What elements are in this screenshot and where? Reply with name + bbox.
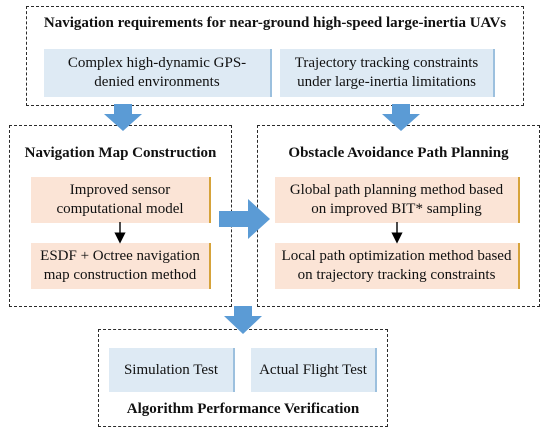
verification-title: Algorithm Performance Verification [126,401,360,417]
path-planning-group: Obstacle Avoidance Path Planning Global … [257,125,540,307]
step-global-planning: Global path planning method based on imp… [275,177,520,223]
actual-flight-test: Actual Flight Test [251,348,377,392]
flow-arrow-to-verification [224,306,262,334]
verification-group: Simulation Test Actual Flight Test Algor… [98,329,388,427]
map-construction-group: Navigation Map Construction Improved sen… [9,125,232,307]
simulation-test: Simulation Test [109,348,235,392]
flow-arrow-map-to-planning [219,199,270,239]
flow-arrow-to-map [104,104,142,131]
requirement-gps-denied: Complex high-dynamic GPS-denied environm… [44,49,272,97]
requirements-title: Navigation requirements for near-ground … [43,15,507,31]
step-esdf-octree: ESDF + Octree navigation map constructio… [31,243,211,289]
step-sensor-model: Improved sensor computational model [31,177,211,223]
map-construction-title: Navigation Map Construction [24,145,217,161]
requirement-trajectory-constraints: Trajectory tracking constraints under la… [280,49,495,97]
step-local-optimization: Local path optimization method based on … [275,243,520,289]
flow-arrow-to-planning [382,104,420,131]
requirements-group: Navigation requirements for near-ground … [26,6,524,106]
path-planning-title: Obstacle Avoidance Path Planning [288,145,509,161]
